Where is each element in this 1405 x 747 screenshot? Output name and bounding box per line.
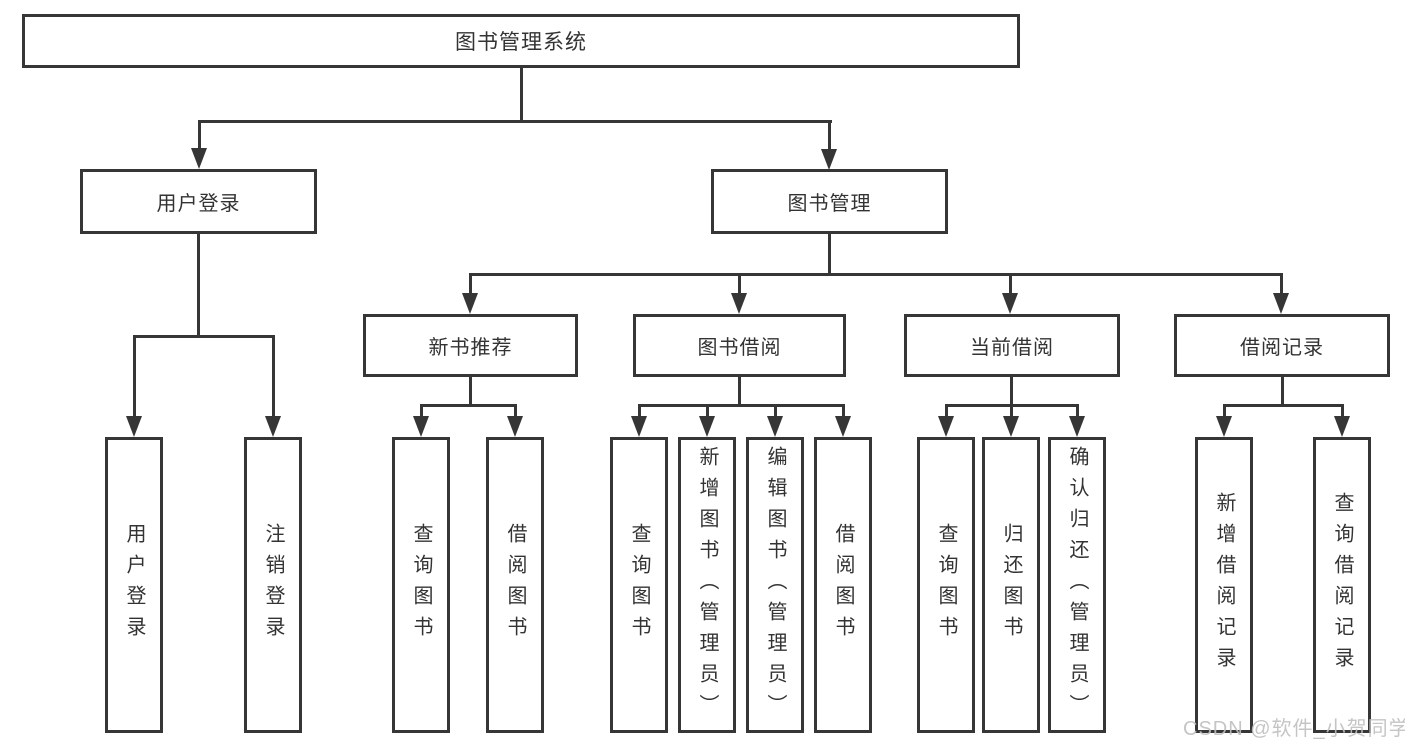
arrow-down-icon: [1334, 416, 1350, 437]
connector-drop: [420, 404, 423, 418]
connector-drop: [1341, 404, 1344, 418]
leaf-label: 注销登录: [262, 523, 284, 647]
arrow-down-icon: [835, 416, 851, 437]
leaf-label: 归还图书: [1000, 523, 1022, 647]
leaf-label: 借阅图书: [504, 523, 526, 647]
leaf-label: 新增图书（管理员）: [696, 445, 718, 725]
leaf-user-login: 用户登录: [105, 437, 163, 733]
arrow-down-icon: [699, 416, 715, 437]
connector-drop: [133, 335, 136, 419]
connector-branch: [639, 404, 844, 407]
node-book-borrow: 图书借阅: [633, 314, 846, 377]
connector-root-branch: [199, 120, 832, 123]
leaf-label: 查询图书: [935, 523, 957, 647]
node-user-login-label: 用户登录: [156, 193, 241, 215]
leaf-label: 查询图书: [628, 523, 650, 647]
arrow-down-icon: [126, 416, 142, 437]
arrow-down-icon: [413, 416, 429, 437]
connector-drop: [638, 404, 641, 418]
leaf-label: 编辑图书（管理员）: [764, 445, 786, 725]
connector-drop: [1280, 273, 1283, 297]
arrow-down-icon: [1069, 416, 1085, 437]
connector-drop: [272, 335, 275, 419]
leaf-record-add: 新增借阅记录: [1195, 437, 1253, 733]
arrow-down-icon: [1216, 416, 1232, 437]
leaf-label: 新增借阅记录: [1213, 492, 1235, 678]
leaf-borrow-book: 借阅图书: [814, 437, 872, 733]
connector-drop: [738, 273, 741, 297]
node-new-book-recommend-label: 新书推荐: [428, 337, 513, 359]
connector-root-stem: [520, 68, 523, 120]
connector-drop: [1010, 404, 1013, 418]
arrow-down-icon: [507, 416, 523, 437]
node-book-borrow-label: 图书借阅: [697, 337, 782, 359]
arrow-down-icon: [767, 416, 783, 437]
connector-drop: [469, 273, 472, 297]
arrow-down-icon: [1003, 416, 1019, 437]
node-book-management: 图书管理: [711, 169, 948, 234]
leaf-newbook-borrow: 借阅图书: [486, 437, 544, 733]
leaf-borrow-query: 查询图书: [610, 437, 668, 733]
connector-drop: [842, 404, 845, 418]
connector-stem: [738, 377, 741, 404]
leaf-record-query: 查询借阅记录: [1313, 437, 1371, 733]
connector-user-drop: [198, 120, 201, 150]
leaf-borrow-edit-book-admin: 编辑图书（管理员）: [746, 437, 804, 733]
connector-mgmt-drop: [828, 120, 831, 151]
node-current-borrow: 当前借阅: [904, 314, 1120, 377]
connector-branch: [421, 404, 516, 407]
node-current-borrow-label: 当前借阅: [970, 337, 1054, 359]
connector-stem: [469, 377, 472, 404]
node-library-system: 图书管理系统: [22, 14, 1020, 68]
node-book-management-label: 图书管理: [787, 193, 872, 215]
arrow-down-icon: [938, 416, 954, 437]
connector-drop: [706, 404, 709, 418]
arrow-down-icon: [1273, 293, 1289, 314]
connector-drop: [1009, 273, 1012, 297]
leaf-label: 查询图书: [410, 523, 432, 647]
connector-drop: [1223, 404, 1226, 418]
leaf-label: 借阅图书: [832, 523, 854, 647]
connector-mgmt-branch: [470, 273, 1283, 276]
arrow-down-icon: [265, 416, 281, 437]
arrow-down-icon: [731, 293, 747, 314]
leaf-label: 查询借阅记录: [1331, 492, 1353, 678]
connector-stem: [1010, 377, 1013, 404]
connector-branch: [1224, 404, 1343, 407]
arrow-down-icon: [462, 293, 478, 314]
connector-mgmt-stem: [828, 234, 831, 276]
node-borrow-records: 借阅记录: [1174, 314, 1390, 377]
connector-user-stem: [197, 233, 200, 335]
connector-drop: [514, 404, 517, 418]
connector-user-branch: [134, 335, 275, 338]
arrow-down-icon: [1002, 293, 1018, 314]
leaf-current-return: 归还图书: [982, 437, 1040, 733]
arrow-down-icon: [631, 416, 647, 437]
leaf-newbook-query: 查询图书: [392, 437, 450, 733]
arrow-down-icon: [191, 148, 207, 169]
node-user-login: 用户登录: [80, 169, 317, 234]
connector-drop: [774, 404, 777, 418]
connector-stem: [1281, 377, 1284, 404]
leaf-current-query: 查询图书: [917, 437, 975, 733]
leaf-label: 用户登录: [123, 523, 145, 647]
leaf-label: 确认归还（管理员）: [1066, 445, 1088, 725]
node-new-book-recommend: 新书推荐: [363, 314, 578, 377]
leaf-user-logout: 注销登录: [244, 437, 302, 733]
node-borrow-records-label: 借阅记录: [1240, 337, 1324, 359]
arrow-down-icon: [821, 149, 837, 170]
connector-drop: [945, 404, 948, 418]
leaf-current-confirm-return-admin: 确认归还（管理员）: [1048, 437, 1106, 733]
connector-drop: [1076, 404, 1079, 418]
csdn-watermark: CSDN @软件_小贺同学: [1183, 718, 1405, 740]
node-library-system-label: 图书管理系统: [455, 31, 587, 54]
leaf-borrow-add-book-admin: 新增图书（管理员）: [678, 437, 736, 733]
